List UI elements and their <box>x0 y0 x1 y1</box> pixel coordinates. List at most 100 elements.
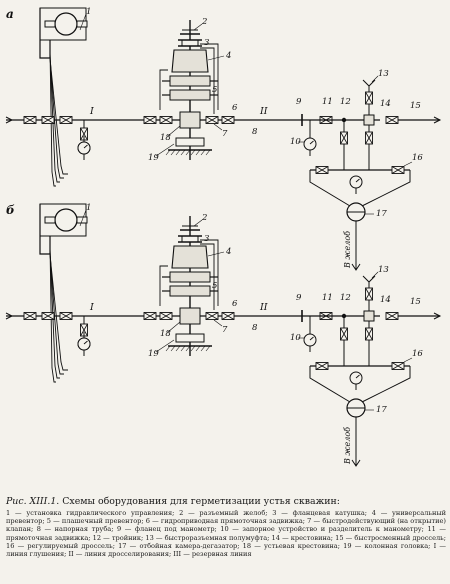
ground-hatch <box>190 345 196 352</box>
ram-preventer-lower <box>169 285 211 297</box>
callout-leader <box>403 357 413 363</box>
hydraulic-hose <box>200 43 219 110</box>
hydraulic-hose <box>200 239 219 306</box>
wellhead-cross <box>179 111 201 129</box>
callout-11: 11 <box>322 293 333 303</box>
callout-7: 7 <box>222 129 228 139</box>
callout-leader <box>167 125 181 137</box>
ground-hatch <box>165 149 171 156</box>
callout-leader <box>403 161 413 167</box>
callout-4: 4 <box>225 51 231 61</box>
ground-hatch <box>175 149 181 156</box>
line-arrow <box>433 312 442 320</box>
ground-hatch <box>195 149 201 156</box>
ground-hatch <box>175 345 181 352</box>
figure-legend: 1 — установка гидравлического управления… <box>6 509 446 559</box>
hydraulic-valve-left <box>143 312 157 320</box>
degasser-inlet <box>361 366 411 403</box>
hydraulic-hose <box>49 58 68 175</box>
ground-hatch <box>205 149 211 156</box>
callout-leader <box>193 23 203 31</box>
ground-hatch <box>185 149 191 156</box>
fast-acting-valve-7 <box>205 312 219 320</box>
hydraulic-hose <box>49 248 60 379</box>
separator-gauge-icon <box>349 175 363 195</box>
panel-letter: а <box>6 7 14 21</box>
reserve-line-valve <box>365 287 373 301</box>
callout-10: 10 <box>290 333 301 343</box>
callout-3: 3 <box>204 234 209 244</box>
callout-6: 6 <box>232 103 238 113</box>
callout-7: 7 <box>222 325 228 335</box>
hydraulic-hose <box>159 265 168 306</box>
callout-17: 17 <box>376 209 387 219</box>
ground-hatch <box>165 345 171 352</box>
casing-head <box>175 137 205 147</box>
callout-19: 19 <box>148 153 159 163</box>
ram-preventer-lower <box>169 89 211 101</box>
quick-coupling-13 <box>362 79 376 87</box>
ground-hatch <box>170 149 176 156</box>
callout-leader <box>371 271 379 279</box>
callout-4: 4 <box>225 247 231 257</box>
ground-hatch <box>170 345 176 352</box>
figure-number: Рис. XIII.1. <box>6 496 60 507</box>
ground-hatch <box>180 149 186 156</box>
callout-16: 16 <box>412 349 423 359</box>
kill-line-valve <box>59 116 73 124</box>
callout-leader <box>193 219 203 227</box>
callout-15: 15 <box>410 101 421 111</box>
callout-9: 9 <box>296 97 302 107</box>
hydraulic-hose <box>49 245 56 383</box>
branch-valve <box>340 327 348 341</box>
kill-line-valve <box>41 116 55 124</box>
callout-2: 2 <box>201 213 207 223</box>
callout-15: 15 <box>410 297 421 307</box>
hydraulic-hose <box>200 243 215 310</box>
hydraulic-valve-6 <box>221 116 235 124</box>
ground-hatch <box>180 345 186 352</box>
panel-letter: б <box>6 203 15 217</box>
callout-19: 19 <box>148 349 159 359</box>
kill-line-valve <box>59 312 73 320</box>
callout-5: 5 <box>212 281 217 291</box>
line-arrow <box>5 116 14 124</box>
quick-choke-15 <box>385 116 399 124</box>
line-arrow <box>5 312 14 320</box>
degasser-inlet <box>309 366 351 403</box>
drain-arrow <box>351 263 361 271</box>
kill-line-valve <box>23 116 37 124</box>
callout-leader <box>213 123 223 131</box>
callout-leader <box>155 339 175 353</box>
manifold-gauge-icon <box>303 333 317 353</box>
callout-14: 14 <box>380 295 391 305</box>
figure-caption: Рис. XIII.1. Схемы оборудования для герм… <box>6 496 446 558</box>
callout-2: 2 <box>201 17 207 27</box>
callout-13: 13 <box>378 265 389 275</box>
control-unit-frame <box>39 204 51 255</box>
hydraulic-hose <box>49 55 64 179</box>
branch-valve <box>340 131 348 145</box>
hydraulic-valve-6 <box>221 312 235 320</box>
adjustable-choke-16 <box>391 362 405 370</box>
adjustable-choke-16 <box>315 166 329 174</box>
ram-preventer-upper <box>169 271 211 283</box>
hydraulic-hose <box>200 47 215 114</box>
callout-16: 16 <box>412 153 423 163</box>
kill-line-valve <box>41 312 55 320</box>
callout-17: 17 <box>376 405 387 415</box>
casing-head <box>175 333 205 343</box>
callout-8: 8 <box>252 323 258 333</box>
kill-line-valve <box>23 312 37 320</box>
callout-1: 1 <box>86 203 91 213</box>
wellhead-cross <box>179 307 201 325</box>
separator-gauge-icon <box>349 371 363 391</box>
cross-14 <box>363 310 375 322</box>
line-label-choke: II <box>259 106 268 117</box>
callout-6: 6 <box>232 299 238 309</box>
flanged-spool <box>181 235 199 243</box>
